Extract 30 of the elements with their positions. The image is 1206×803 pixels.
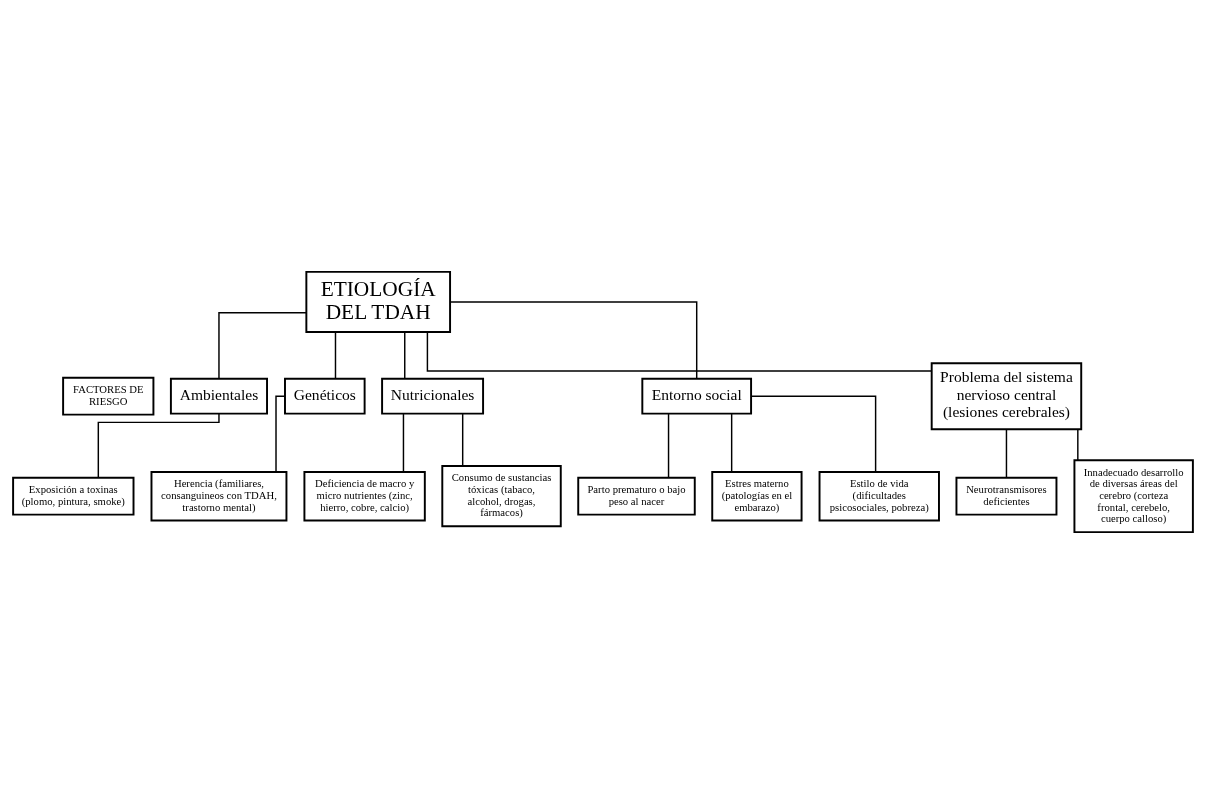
connector [449,300,698,379]
node-box: Herencia (familiares, consanguineos con TDAH, trastorno mental) [150,470,288,521]
connector [750,394,877,472]
connector [730,412,733,472]
node-box: Genéticos [284,377,366,415]
connector [97,412,220,478]
node-box: Neurotransmisores deficientes [955,476,1058,516]
connector [404,331,406,379]
node-box: Consumo de sustancias tóxicas (tabaco, alcohol, drogas, fármacos) [441,464,562,527]
connector [402,412,405,472]
node-box: Parto prematuro o bajo peso al nacer [577,476,696,516]
node-box: ETIOLOGÍA DEL TDAH [305,270,452,333]
connector [426,331,933,372]
connector [461,412,464,467]
connector [218,311,307,379]
connector [334,331,337,379]
connector [1005,427,1008,478]
connector [1077,427,1079,461]
connector [275,394,286,472]
node-box: Nutricionales [381,377,485,415]
node-box: Deficiencia de macro y micro nutrientes (zinc, hierro, cobre, calcio) [303,470,426,521]
node-box: Entorno social [641,377,753,415]
node-box: Estres materno (patologías en el embarazo) [711,470,803,521]
node-box: Innadecuado desarrollo de diversas áreas del cerebro (corteza frontal, cerebelo, cuerpo calloso) [1073,458,1194,533]
connector [667,412,670,478]
node-box: Estilo de vida (dificultades psicosociales, pobreza) [818,470,940,521]
node-box: Exposición a toxinas (plomo, pintura, smoke) [12,476,135,516]
node-box: FACTORES DE RIESGO [62,376,155,416]
node-box: Ambientales [169,377,268,415]
node-box: Problema del sistema nervioso central (lesiones cerebrales) [930,361,1083,430]
